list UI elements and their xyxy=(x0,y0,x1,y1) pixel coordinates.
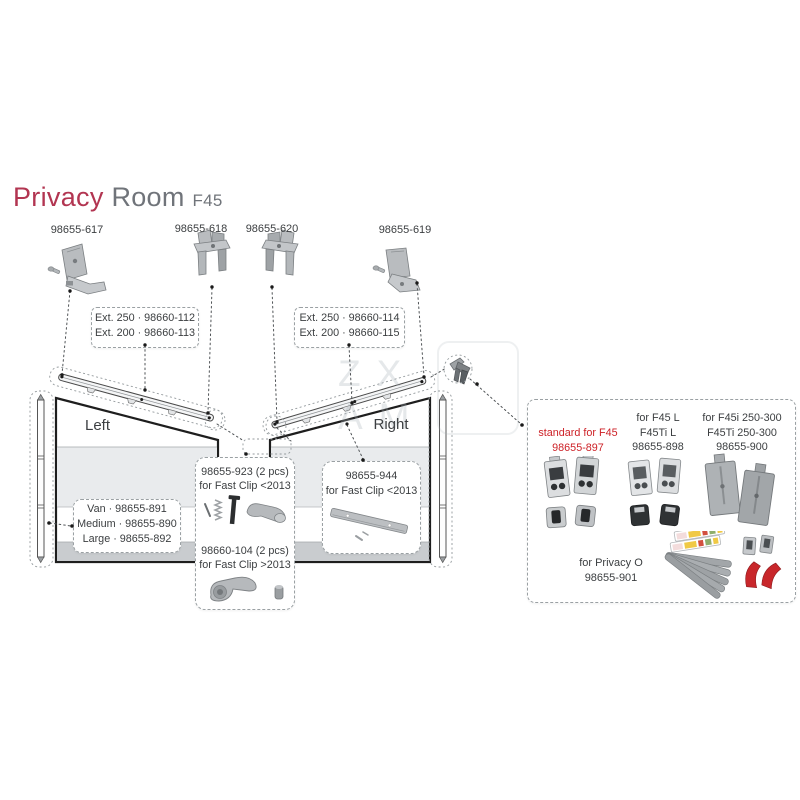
fastclip-old-caption: 98655-923 (2 pcs) for Fast Clip <2013 xyxy=(196,465,294,493)
title-model: F45 xyxy=(192,191,223,210)
fastclip-old-line2: for Fast Clip <2013 xyxy=(199,480,291,492)
privacy-o-line2: 98655-901 xyxy=(584,572,638,584)
left-rail-drawing xyxy=(49,366,223,429)
fastclip-new-line1: 98660-104 (2 pcs) xyxy=(201,545,289,557)
fastclip-box: 98655-923 (2 pcs) for Fast Clip <2013 98… xyxy=(195,457,295,610)
privacy-o-parts-drawing xyxy=(664,531,782,599)
kit-f45l-line1: for F45 L xyxy=(636,412,680,424)
kit-f45i-line3: 98655-900 xyxy=(716,441,768,453)
rail-box-line1: 98655-944 xyxy=(345,470,398,482)
kit-f45i-line2: F45Ti 250-300 xyxy=(707,426,777,439)
right-pole-drawing xyxy=(428,390,453,568)
part-label-617: 98655-617 xyxy=(50,224,104,236)
size-van: Van · 98655-891 xyxy=(87,503,167,515)
fastclip-new-caption: 98660-104 (2 pcs) for Fast Clip >2013 xyxy=(196,544,294,572)
corner-clip-drawing xyxy=(449,357,471,385)
bracket-618-drawing xyxy=(193,229,231,276)
fastclip-new-parts-drawing xyxy=(210,576,284,602)
ext-left-line1: Ext. 250 · 98660-112 xyxy=(94,312,196,324)
privacy-o-line1: for Privacy O xyxy=(579,557,643,569)
rail-part-drawing xyxy=(330,507,409,541)
kit-standard-line2: 98655-897 xyxy=(552,441,604,454)
size-box: Van · 98655-891 Medium · 98655-890 Large… xyxy=(73,499,181,553)
rail-box-caption: 98655-944 for Fast Clip <2013 xyxy=(323,469,420,498)
kit-f45i-caption: for F45i 250-300 F45Ti 250-300 98655-900 xyxy=(690,411,794,455)
bracket-617-drawing xyxy=(47,243,107,295)
ext-left-line2: Ext. 200 · 98660-113 xyxy=(94,327,196,339)
size-large: Large · 98655-892 xyxy=(82,533,172,545)
title-secondary: Room xyxy=(111,182,185,212)
kit-f45i-line1: for F45i 250-300 xyxy=(702,412,782,424)
extension-box-left: Ext. 250 · 98660-112 Ext. 200 · 98660-11… xyxy=(91,307,199,348)
kit-f45i-parts-drawing xyxy=(704,453,775,526)
privacy-o-caption: for Privacy O 98655-901 xyxy=(558,556,664,586)
rail-box-line2: for Fast Clip <2013 xyxy=(325,484,418,497)
bracket-619-drawing xyxy=(372,247,421,293)
kit-standard-line1: standard for F45 xyxy=(538,427,618,439)
right-panel-label: Right xyxy=(373,416,409,433)
fastclip-old-parts-drawing xyxy=(204,495,286,525)
kit-f45l-line3: 98655-898 xyxy=(632,441,684,453)
kit-f45l-parts-drawing xyxy=(627,457,682,527)
kit-f45l-caption: for F45 L F45Ti L 98655-898 xyxy=(622,411,694,455)
fastclip-old-line1: 98655-923 (2 pcs) xyxy=(201,466,289,478)
rail-box: 98655-944 for Fast Clip <2013 xyxy=(322,461,421,554)
part-label-619: 98655-619 xyxy=(378,224,432,236)
title-primary: Privacy xyxy=(13,182,104,212)
part-label-618: 98655-618 xyxy=(174,223,228,235)
fastclip-new-line2: for Fast Clip >2013 xyxy=(199,559,291,571)
kit-standard-caption: standard for F45 98655-897 xyxy=(530,426,626,455)
part-label-620: 98655-620 xyxy=(245,223,299,235)
kit-standard-parts-drawing xyxy=(543,456,600,529)
ext-right-line2: Ext. 200 · 98660-115 xyxy=(299,327,400,339)
size-medium: Medium · 98655-890 xyxy=(77,518,177,530)
kit-box: standard for F45 98655-897 for F45 L F45… xyxy=(527,399,796,603)
extension-box-right: Ext. 250 · 98660-114 Ext. 200 · 98660-11… xyxy=(294,307,405,348)
left-panel-label: Left xyxy=(84,417,111,434)
ext-right-line1: Ext. 250 · 98660-114 xyxy=(299,312,400,324)
bracket-620-drawing xyxy=(261,229,299,276)
page-title: Privacy Room F45 xyxy=(13,182,223,213)
kit-f45l-line2: F45Ti L xyxy=(639,426,677,439)
left-pole-drawing xyxy=(29,390,54,568)
